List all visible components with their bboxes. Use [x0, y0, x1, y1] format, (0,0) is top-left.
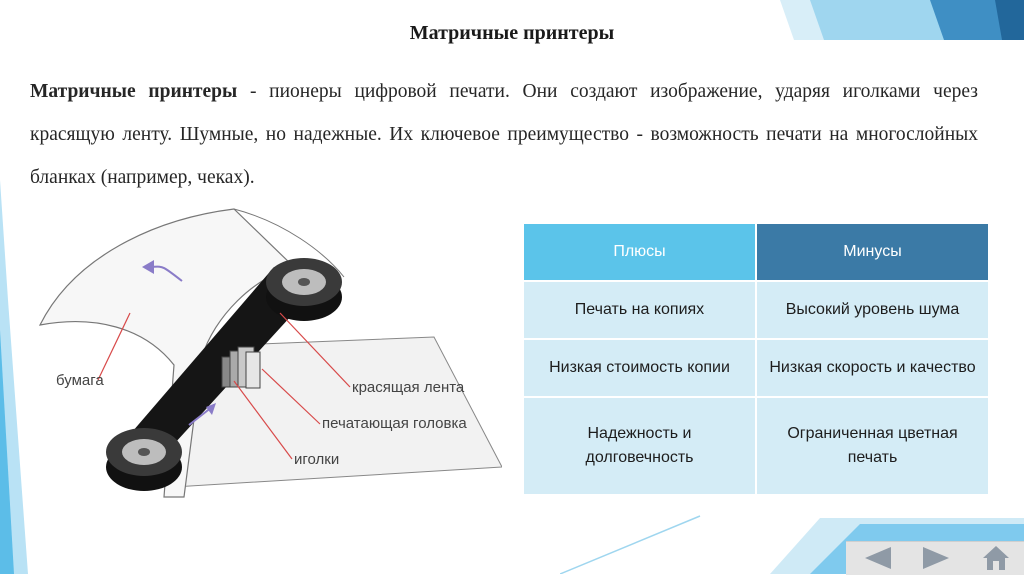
header-cons: Минусы [755, 222, 990, 282]
intro-bold-term: Матричные принтеры [30, 81, 238, 102]
table-row: Низкая стоимость копии Низкая скорость и… [522, 338, 990, 398]
label-needles: иголки [294, 451, 339, 468]
decor-left-edge [0, 180, 28, 574]
pro-cell: Надежность и долговечность [522, 396, 757, 496]
label-paper: бумага [56, 372, 104, 389]
table-row: Печать на копиях Высокий уровень шума [522, 280, 990, 340]
home-icon [983, 545, 1009, 570]
decor-top-right [780, 0, 1024, 40]
arrow-left-icon [865, 546, 891, 569]
table-row: Надежность и долговечность Ограниченная … [522, 396, 990, 496]
pros-cons-table: Плюсы Минусы Печать на копиях Высокий ур… [522, 222, 990, 496]
pro-cell: Печать на копиях [522, 280, 757, 340]
intro-text: - пионеры цифровой печати. Они создают и… [30, 81, 978, 188]
pro-cell: Низкая стоимость копии [522, 338, 757, 398]
label-ribbon: красящая лента [352, 379, 465, 396]
previous-slide-button[interactable] [852, 541, 904, 574]
arrow-right-icon [923, 546, 949, 569]
con-cell: Низкая скорость и качество [755, 338, 990, 398]
home-button[interactable] [972, 541, 1020, 574]
header-pros: Плюсы [522, 222, 757, 282]
label-print-head: печатающая головка [322, 415, 467, 432]
printer-diagram: бумага красящая лента печатающая головка… [34, 197, 502, 507]
next-slide-button[interactable] [910, 541, 962, 574]
con-cell: Ограниченная цветная печать [755, 396, 990, 496]
con-cell: Высокий уровень шума [755, 280, 990, 340]
slide-title: Матричные принтеры [409, 22, 615, 44]
intro-paragraph: Матричные принтеры - пионеры цифровой пе… [30, 70, 978, 199]
